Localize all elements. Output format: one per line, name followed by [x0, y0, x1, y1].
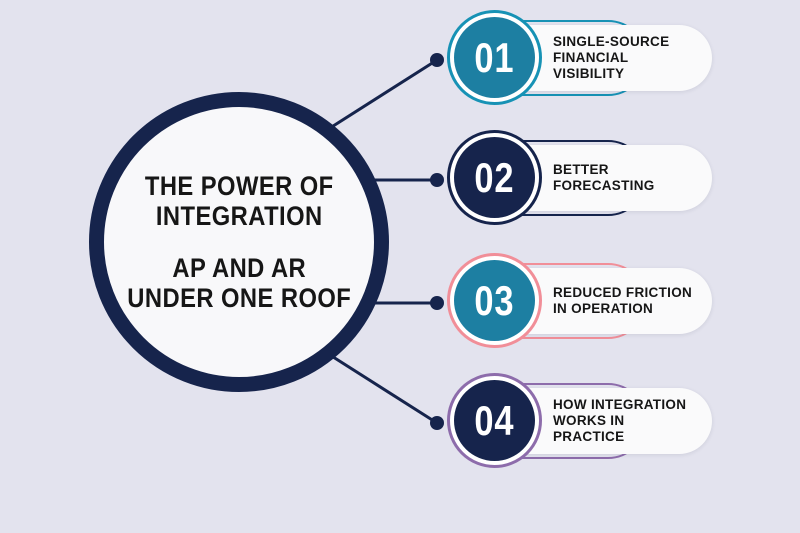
item-card-line: FINANCIAL: [553, 49, 629, 65]
item-number-badge: 02: [447, 130, 542, 225]
item-number-badge: 01: [447, 10, 542, 105]
center-subtitle: AP AND AR UNDER ONE ROOF: [112, 253, 367, 313]
item-card-line: FORECASTING: [553, 178, 655, 193]
item-number-fill: 02: [454, 137, 535, 218]
connector-dot-4: [430, 416, 444, 430]
connector-dot-1: [430, 53, 444, 67]
item-row-03: REDUCED FRICTION IN OPERATION 03: [0, 241, 800, 361]
item-number-fill: 04: [454, 380, 535, 461]
center-subtitle-line: UNDER ONE ROOF: [127, 283, 351, 314]
item-number-badge: 04: [447, 373, 542, 468]
item-number-fill: 01: [454, 17, 535, 98]
connector-line-4: [329, 353, 438, 425]
center-circle: THE POWER OF INTEGRATION AP AND AR UNDER…: [89, 92, 389, 392]
item-card-line: WORKS IN: [553, 412, 625, 428]
center-title-line: INTEGRATION: [155, 200, 323, 231]
center-subtitle-line: AP AND AR: [172, 253, 306, 283]
connector-dot-2: [430, 173, 444, 187]
item-card-line: SINGLE-SOURCE: [553, 33, 670, 49]
item-number: 04: [474, 396, 515, 444]
item-row-02: BETTER FORECASTING 02: [0, 118, 800, 238]
center-title-line: THE POWER OF: [144, 170, 334, 201]
item-card-line: BETTER: [553, 161, 609, 177]
item-row-04: HOW INTEGRATION WORKS IN PRACTICE 04: [0, 361, 800, 481]
item-number: 02: [474, 153, 515, 201]
item-card-line: VISIBILITY: [553, 66, 625, 82]
item-row-01: SINGLE-SOURCE FINANCIAL VISIBILITY 01: [0, 0, 800, 118]
item-number: 01: [474, 33, 515, 81]
item-number-badge: 03: [447, 253, 542, 348]
connector-line-1: [329, 58, 438, 130]
item-card-line: IN OPERATION: [553, 301, 654, 316]
item-card-line: HOW INTEGRATION: [553, 396, 687, 412]
connector-dot-3: [430, 296, 444, 310]
center-title: THE POWER OF INTEGRATION: [132, 171, 347, 231]
item-number: 03: [474, 276, 515, 324]
item-number-fill: 03: [454, 260, 535, 341]
item-card-line: REDUCED FRICTION: [553, 284, 693, 300]
item-card-line: PRACTICE: [553, 429, 625, 445]
